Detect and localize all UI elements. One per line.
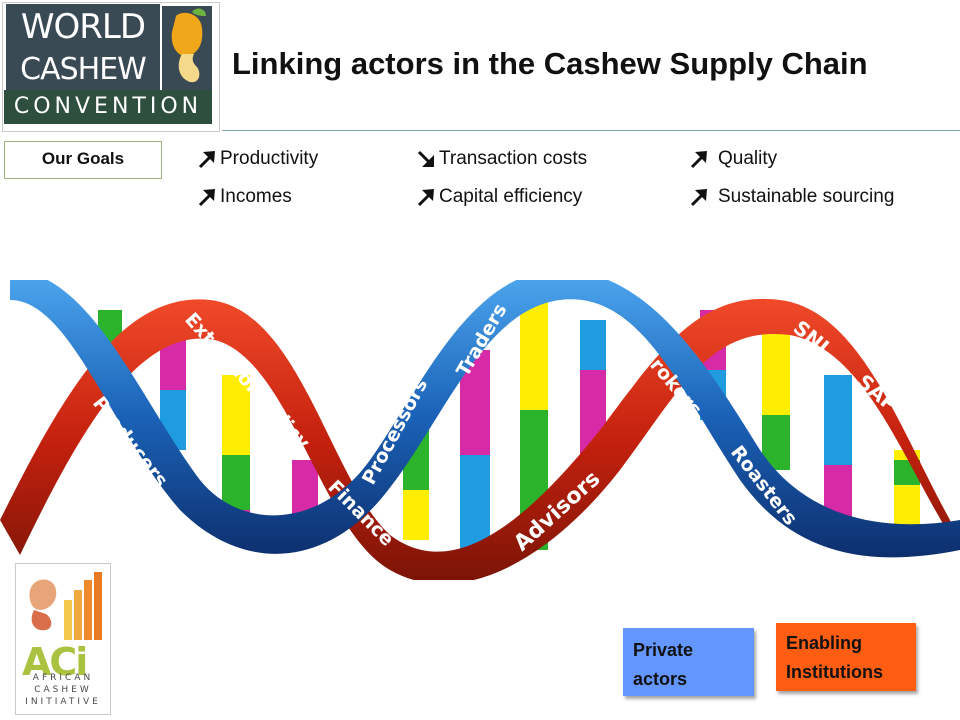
logo-line-convention: CONVENTION xyxy=(4,90,212,124)
supply-chain-helix: Producers Processors Traders Brokers Roa… xyxy=(0,280,960,580)
arrow-up-icon xyxy=(198,189,215,207)
arrow-up-icon xyxy=(690,151,707,169)
legend-enabling-line1: Enabling xyxy=(786,633,862,653)
aci-subtitle: AFRICAN CASHEW INITIATIVE xyxy=(19,672,107,708)
aci-line3: INITIATIVE xyxy=(25,697,101,707)
goal-sustainable-sourcing: Sustainable sourcing xyxy=(688,186,894,208)
goal-productivity: Productivity xyxy=(196,148,318,170)
goals-label: Our Goals xyxy=(4,141,162,179)
aci-line2: CASHEW xyxy=(34,685,92,695)
goal-transaction-costs: Transaction costs xyxy=(415,148,587,170)
legend-private-actors: Private actors xyxy=(623,628,754,696)
aci-bars-icon xyxy=(29,572,102,640)
arrow-up-icon xyxy=(690,189,707,207)
legend-enabling-institutions: Enabling Institutions xyxy=(776,623,916,691)
title-divider xyxy=(222,130,960,131)
aci-letters: ACi xyxy=(22,640,88,684)
arrow-up-icon xyxy=(417,189,434,207)
goal-incomes: Incomes xyxy=(196,186,292,208)
legend-enabling-line2: Institutions xyxy=(786,662,883,682)
arrow-up-icon xyxy=(198,151,215,169)
cashew-fruit-icon xyxy=(162,6,212,90)
logo-line-world: WORLD xyxy=(6,4,160,50)
goal-capital-efficiency: Capital efficiency xyxy=(415,186,582,208)
private-strand xyxy=(10,280,960,558)
page-title: Linking actors in the Cashew Supply Chai… xyxy=(232,46,868,81)
legend-private-line2: actors xyxy=(633,669,688,689)
goal-text: Incomes xyxy=(220,186,292,207)
aci-line1: AFRICAN xyxy=(32,673,94,683)
goal-text: Quality xyxy=(718,148,778,169)
goal-quality: Quality xyxy=(688,148,777,170)
goal-text: Productivity xyxy=(220,148,319,169)
arrow-down-icon xyxy=(417,150,434,167)
logo-line-cashew: CASHEW xyxy=(6,50,160,90)
legend-private-line1: Private xyxy=(633,640,694,660)
goal-text: Sustainable sourcing xyxy=(718,186,895,207)
goal-text: Capital efficiency xyxy=(439,186,583,207)
goal-text: Transaction costs xyxy=(439,148,588,169)
